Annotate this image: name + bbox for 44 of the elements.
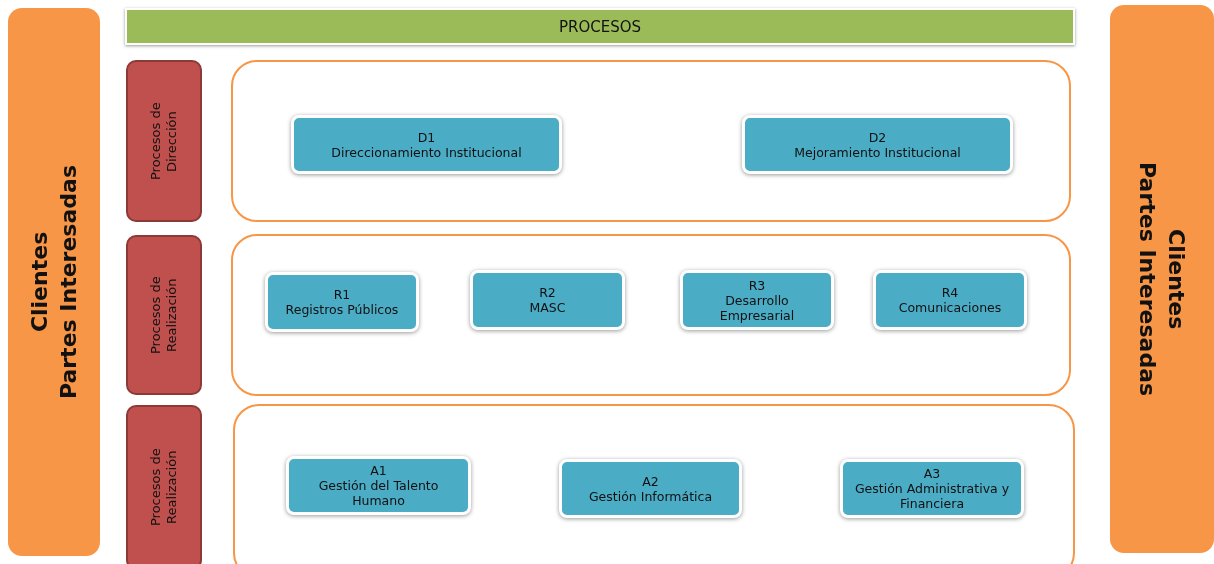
process-box: [840, 459, 1024, 518]
category-label-box: [126, 60, 202, 222]
process-code: R4: [941, 285, 959, 300]
group-panel: [231, 234, 1071, 396]
side-banner: [1110, 5, 1214, 553]
process-code: D1: [417, 129, 436, 145]
process-name: Registros Públicos: [285, 302, 399, 317]
process-code: A1: [370, 463, 387, 478]
side-banner: [8, 8, 100, 556]
process-name: Mejoramiento Institucional: [794, 144, 961, 160]
process-name: Desarrollo Empresarial: [718, 292, 796, 323]
process-name: Comunicaciones: [898, 300, 1002, 315]
header-bar: [125, 8, 1075, 45]
category-label: Procesos de Realización: [147, 447, 180, 529]
process-code: D2: [868, 129, 887, 145]
process-box: [291, 115, 562, 174]
banner-heading: Clientes: [26, 231, 52, 333]
process-box: [265, 272, 419, 332]
process-code: R3: [748, 277, 766, 293]
process-box: [470, 270, 625, 330]
process-box: [680, 270, 834, 330]
process-code: A2: [642, 473, 659, 489]
header-title: PROCESOS: [558, 17, 642, 36]
banner-subheading: Partes Interesadas: [1134, 161, 1160, 397]
group-panel: [231, 60, 1071, 222]
process-box: [742, 115, 1013, 174]
category-label-box: [126, 235, 202, 395]
category-label-box: [126, 405, 202, 564]
process-code: A3: [923, 466, 941, 481]
process-box: [286, 456, 471, 515]
process-name: MASC: [529, 300, 566, 315]
group-panel: [233, 404, 1075, 564]
banner-subheading: Partes Interesadas: [56, 164, 82, 400]
process-name: Gestión Administrativa y Financiera: [853, 481, 1011, 511]
process-name: Direccionamiento Institucional: [331, 144, 522, 160]
banner-heading: Clientes: [1164, 228, 1190, 330]
process-box: [873, 270, 1027, 330]
category-label: Procesos de Realización: [147, 275, 180, 356]
process-name: Gestión del Talento Humano: [317, 478, 440, 508]
process-box: [559, 459, 742, 518]
process-name: Gestión Informática: [588, 488, 713, 504]
process-code: R2: [539, 285, 556, 300]
process-code: R1: [333, 287, 351, 302]
category-label: Procesos de Dirección: [147, 101, 180, 182]
